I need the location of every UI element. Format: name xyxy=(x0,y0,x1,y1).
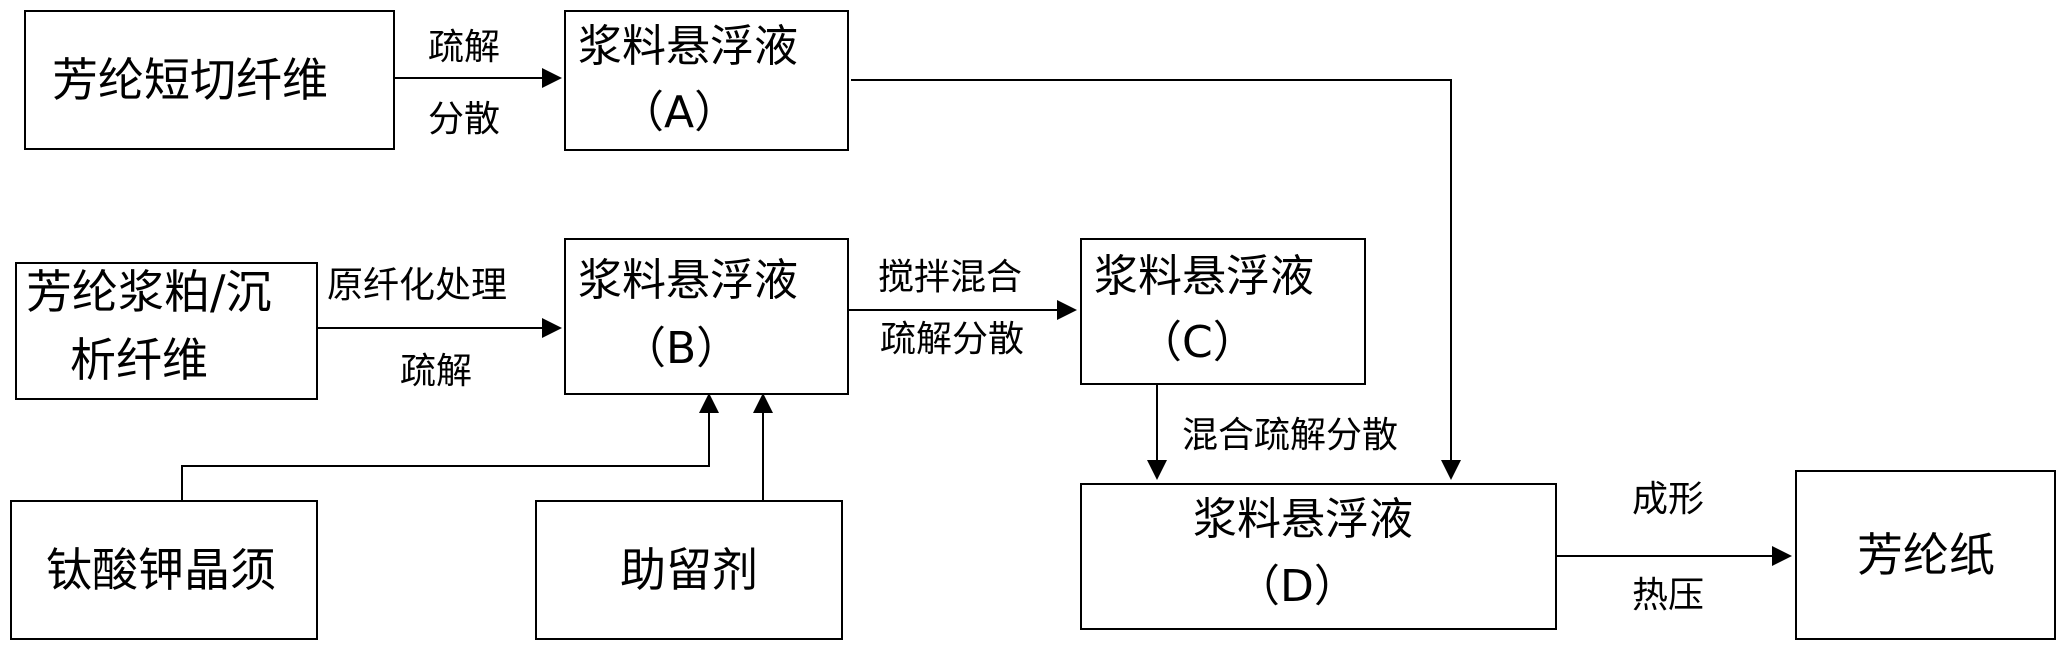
edge-label-b-to-c-1: 搅拌混合 xyxy=(878,256,1022,300)
node-retention-aid-label: 助留剂 xyxy=(620,542,758,598)
arrow-titanate-to-b xyxy=(182,395,709,500)
edge-label-d-to-paper-1: 成形 xyxy=(1632,478,1704,522)
edge-label-pulp-to-b-1: 原纤化处理 xyxy=(327,264,507,308)
edge-label-b-to-c-2: 疏解分散 xyxy=(880,318,1024,362)
node-slurry-b-line1: 浆料悬浮液 xyxy=(578,254,798,308)
node-aramid-paper-label: 芳纶纸 xyxy=(1857,527,1995,583)
node-aramid-pulp-line1: 芳纶浆粕/沉 xyxy=(26,264,272,320)
node-slurry-c-line1: 浆料悬浮液 xyxy=(1094,250,1314,304)
node-potassium-titanate-label: 钛酸钾晶须 xyxy=(46,542,276,598)
edge-label-c-to-d: 混合疏解分散 xyxy=(1182,414,1398,458)
edge-label-fiber-to-a-1: 疏解 xyxy=(428,26,500,70)
edge-label-fiber-to-a-2: 分散 xyxy=(428,98,500,142)
edge-label-d-to-paper-2: 热压 xyxy=(1632,574,1704,618)
edge-label-pulp-to-b-2: 疏解 xyxy=(400,350,472,394)
node-slurry-a-line1: 浆料悬浮液 xyxy=(578,20,798,74)
node-slurry-b-line2: （B） xyxy=(622,322,740,376)
node-slurry-c-line2: （C） xyxy=(1138,316,1257,370)
node-aramid-pulp-line2: 析纤维 xyxy=(70,332,208,388)
node-aramid-short-fiber-label: 芳纶短切纤维 xyxy=(52,52,328,108)
node-slurry-d-line2: （D） xyxy=(1236,560,1358,614)
node-slurry-a-line2: （A） xyxy=(620,86,738,140)
node-slurry-d-line1: 浆料悬浮液 xyxy=(1193,493,1413,547)
